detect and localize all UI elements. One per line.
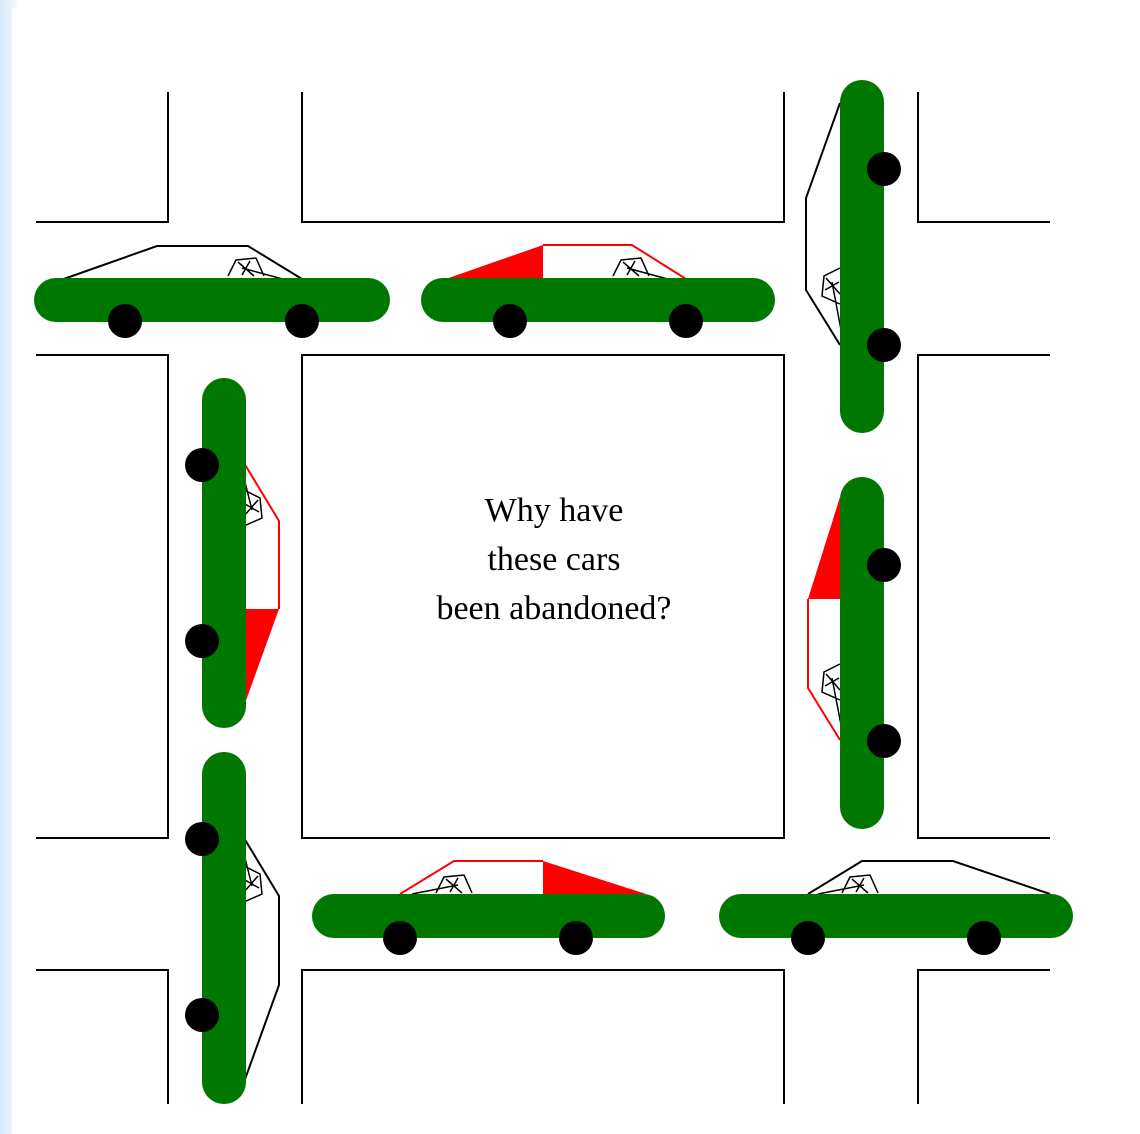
car-wheel [185,448,219,482]
car-bottom-center [334,861,646,955]
car-left-upper [185,400,279,706]
steering-wheel-icon [822,268,842,335]
steering-wheel-icon [228,258,290,281]
steering-wheel-icon [613,258,675,281]
car-wheel [383,921,417,955]
car-wheel [791,921,825,955]
car-wheel [185,998,219,1032]
car-wheel [108,304,142,338]
road-block-bottom-left [36,970,168,1104]
road-block-bottom-center [302,970,784,1104]
car-roof-outline [806,103,840,345]
steering-wheel-icon [822,664,842,730]
illustration-canvas: Why have these cars been abandoned? [12,8,1140,1134]
car-wheel [867,152,901,186]
car-roof-outline [244,463,279,609]
car-red-panel [808,497,840,599]
car-wheel [559,921,593,955]
car-wheel [867,724,901,758]
question-line-3: been abandoned? [319,584,789,633]
road-block-bottom-right [918,970,1050,1104]
question-line-2: these cars [319,535,789,584]
car-wheel [493,304,527,338]
car-right-middle [808,497,901,807]
car-wheel [967,921,1001,955]
steering-wheel-icon [818,875,878,894]
car-roof-outline [58,246,302,281]
road-block-top-center [302,92,784,222]
road-block-left-middle [36,355,168,838]
car-red-panel [543,861,646,894]
car-wheel [185,624,219,658]
car-bottom-right [741,861,1051,955]
car-roof-outline [400,861,543,894]
car-top-right [806,102,901,411]
car-wheel [285,304,319,338]
question-line-1: Why have [319,486,789,535]
road-block-right-middle [918,355,1050,838]
car-red-panel [244,609,279,706]
car-red-panel [440,245,543,281]
road-block-top-left [36,92,168,222]
car-wheel [185,822,219,856]
question-text: Why have these cars been abandoned? [319,486,789,633]
car-left-lower [185,774,279,1082]
car-top-center [440,245,753,338]
car-wheel [867,548,901,582]
road-block-top-right [918,92,1050,222]
car-roof-outline [808,599,840,740]
steering-wheel-icon [412,875,472,894]
car-top-left [56,246,368,338]
car-wheel [867,328,901,362]
car-wheel [669,304,703,338]
